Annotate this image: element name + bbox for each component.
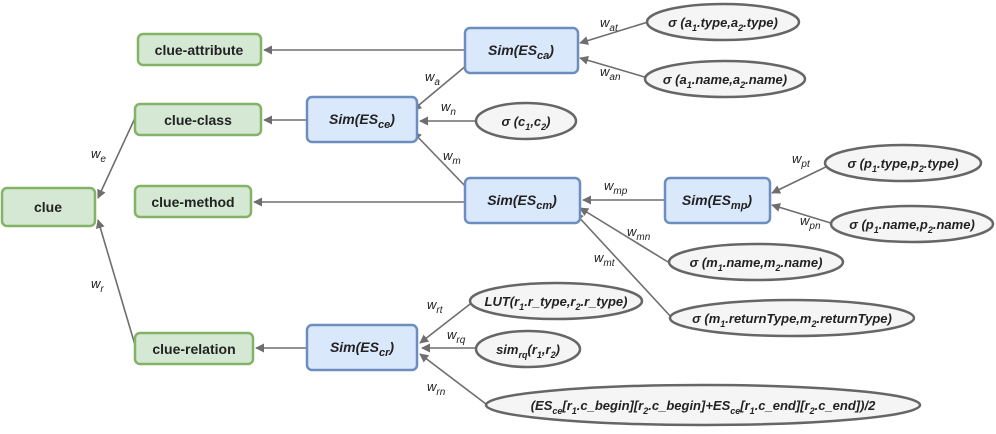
node-sim-mp: Sim(ESmp) xyxy=(663,176,772,225)
oval-lut: LUT(r1.r_type,r2.r_type) xyxy=(468,281,644,321)
edge-ptype-to-simmp xyxy=(771,162,835,194)
weight-rn: wrn xyxy=(427,379,446,398)
edge-mname-to-simcm xyxy=(579,207,669,263)
edge-pname-to-simmp xyxy=(771,203,835,225)
node-sim-cm: Sim(EScm) xyxy=(463,176,582,225)
oval-a-type-label: σ (a1.type,a2.type) xyxy=(668,15,778,33)
oval-a-type: σ (a1.type,a2.type) xyxy=(645,2,801,42)
oval-p-type-label: σ (p1.type,p2.type) xyxy=(847,156,958,174)
weight-e: we xyxy=(91,146,106,165)
edge-simcm-to-simce xyxy=(412,131,468,189)
node-sim-cr: Sim(EScr) xyxy=(305,323,419,372)
node-clue: clue xyxy=(0,186,97,228)
node-sim-ce: Sim(ESce) xyxy=(305,95,419,144)
oval-c: σ (c1,c2) xyxy=(474,101,578,141)
node-sim-mp-label: Sim(ESmp) xyxy=(682,192,753,212)
edge-class-to-clue xyxy=(97,117,136,199)
weight-at: wat xyxy=(600,15,619,34)
edge-mreturn-to-simcm xyxy=(574,212,673,319)
node-sim-cr-label: Sim(EScr) xyxy=(330,339,394,359)
oval-c-label: σ (c1,c2) xyxy=(501,114,550,132)
oval-m-return: σ (m1.returnType,m2.returnType) xyxy=(668,298,916,338)
edge-atype-to-simca xyxy=(579,21,649,45)
weight-n: wn xyxy=(441,99,456,118)
node-clue-attribute-label: clue-attribute xyxy=(155,42,244,58)
edge-esformula-to-simcr xyxy=(419,353,487,405)
weight-r: wr xyxy=(91,276,104,295)
node-clue-method-label: clue-method xyxy=(151,194,234,210)
oval-sim-rq: simrq(r1,r2) xyxy=(474,329,582,369)
weight-mp: wmp xyxy=(604,178,628,197)
node-clue-label: clue xyxy=(34,199,62,215)
weight-mn: wmn xyxy=(627,224,651,243)
node-clue-attribute: clue-attribute xyxy=(136,32,263,67)
node-clue-class-label: clue-class xyxy=(164,112,232,128)
weight-mt: wmt xyxy=(594,250,616,269)
node-clue-class: clue-class xyxy=(133,102,263,137)
edge-aname-to-simca xyxy=(579,55,649,79)
oval-es-formula: (ESce[r1.c_begin][r2.c_begin]+ESce[r1.c_… xyxy=(484,383,922,427)
weight-rt: wrt xyxy=(427,297,444,316)
oval-m-name-label: σ (m1.name,m2.name) xyxy=(690,255,823,273)
oval-m-return-label: σ (m1.returnType,m2.returnType) xyxy=(692,311,892,329)
weight-an: wan xyxy=(600,64,621,83)
oval-sim-rq-label: simrq(r1,r2) xyxy=(496,342,560,360)
oval-a-name: σ (a1.name,a2.name) xyxy=(643,59,807,99)
oval-a-name-label: σ (a1.name,a2.name) xyxy=(663,72,787,90)
edges xyxy=(95,21,835,405)
weight-m: wm xyxy=(443,148,461,167)
oval-p-name: σ (p1.name,p2.name) xyxy=(829,204,995,244)
weight-rq: wrq xyxy=(447,327,466,346)
oval-es-formula-label: (ESce[r1.c_begin][r2.c_begin]+ESce[r1.c_… xyxy=(531,398,876,416)
node-sim-ce-label: Sim(ESce) xyxy=(329,111,395,131)
oval-m-name: σ (m1.name,m2.name) xyxy=(667,242,845,282)
node-sim-cm-label: Sim(EScm) xyxy=(487,192,557,212)
oval-p-name-label: σ (p1.name,p2.name) xyxy=(849,217,975,235)
weight-labels: wat wan wa wn wm we wr wmp wpt wpn wmn w… xyxy=(91,15,821,398)
edge-lut-to-simcr xyxy=(419,300,475,344)
edge-simca-to-simce xyxy=(412,64,468,111)
weight-a: wa xyxy=(425,69,440,88)
oval-p-type: σ (p1.type,p2.type) xyxy=(823,143,983,183)
node-clue-relation-label: clue-relation xyxy=(152,341,235,357)
node-clue-method: clue-method xyxy=(133,184,253,219)
node-clue-relation: clue-relation xyxy=(133,331,255,366)
weight-pt: wpt xyxy=(792,151,811,170)
weight-pn: wpn xyxy=(800,213,821,232)
edge-relation-to-clue xyxy=(95,219,136,346)
node-sim-ca: Sim(ESca) xyxy=(463,26,580,75)
node-sim-ca-label: Sim(ESca) xyxy=(488,42,554,62)
oval-lut-label: LUT(r1.r_type,r2.r_type) xyxy=(485,294,628,312)
